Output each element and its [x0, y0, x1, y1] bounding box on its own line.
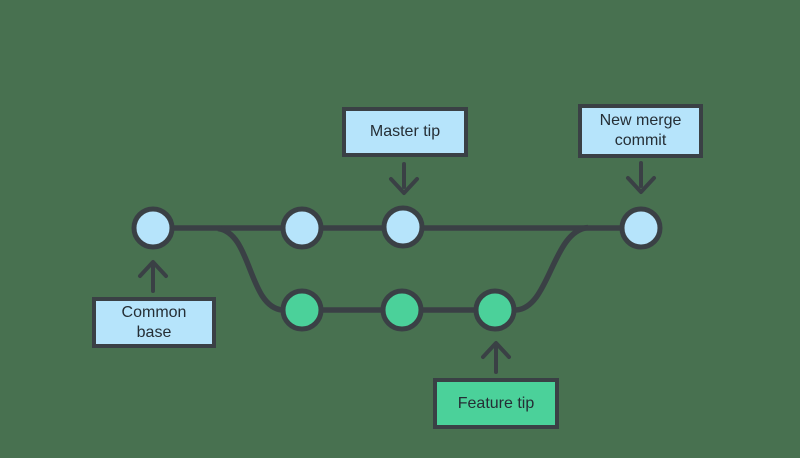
commit-node-master-commit-2 — [280, 206, 324, 250]
commit-nodes — [131, 205, 663, 332]
master-tip-label-text: Master tip — [369, 123, 441, 140]
commit-node-master-tip — [381, 205, 425, 249]
commit-node-feature-commit-1 — [280, 288, 324, 332]
feature-tip-label: Feature tip — [433, 378, 559, 429]
feature-tip-arrow-up-icon — [481, 341, 511, 374]
common-base-label: Common base — [92, 297, 216, 348]
commit-node-feature-commit-2 — [380, 288, 424, 332]
commit-node-common-base — [131, 206, 175, 250]
common-base-label-text: Common base — [121, 303, 187, 341]
new-merge-commit-label-text: New merge commit — [599, 112, 682, 149]
new-merge-commit-arrow-down-icon — [626, 161, 656, 194]
feature-tip-label-text: Feature tip — [457, 394, 535, 412]
new-merge-commit-label: New merge commit — [578, 104, 703, 158]
master-tip-label: Master tip — [342, 107, 468, 157]
master-tip-arrow-down-icon — [389, 162, 419, 195]
common-base-arrow-up-icon — [138, 260, 168, 293]
commit-node-new-merge-commit — [619, 206, 663, 250]
commit-node-feature-tip — [473, 288, 517, 332]
